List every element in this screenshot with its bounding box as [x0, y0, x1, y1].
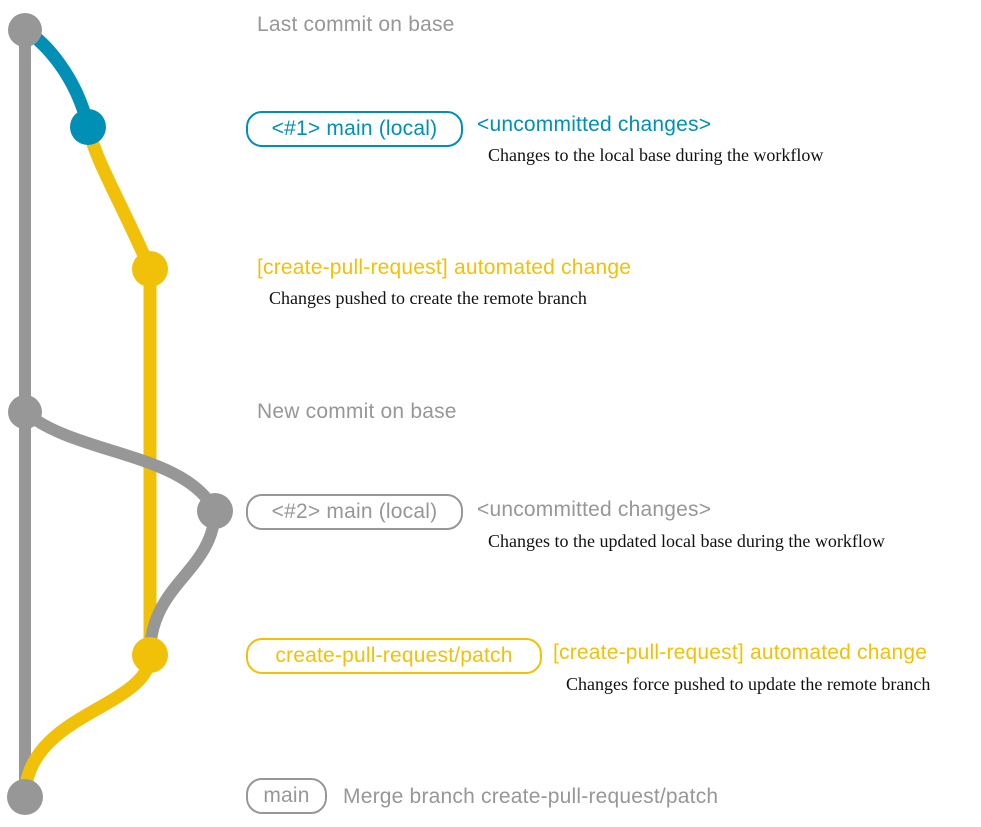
branch-badge-main-local-2: <#2> main (local): [246, 494, 463, 530]
commit-message-merge: Merge branch create-pull-request/patch: [343, 785, 719, 808]
branch-badge-label: <#1> main (local): [271, 117, 438, 140]
main-local-branch-curve: [18, 23, 95, 133]
commit-message-uncommitted-2: <uncommitted changes>: [477, 498, 712, 521]
commit-graph: [7, 13, 233, 815]
branch-badge-main-local-1: <#1> main (local): [246, 111, 463, 147]
commit-dot-uncommitted-1: [70, 109, 106, 145]
commit-message-new-base: New commit on base: [257, 400, 457, 423]
main-local-to-patch-curve: [144, 505, 221, 659]
commit-dot-patch-2: [132, 637, 168, 673]
commit-dot-uncommitted-2: [197, 493, 233, 529]
commit-dot-patch-1: [132, 251, 168, 287]
commit-message-uncommitted-1: <uncommitted changes>: [477, 113, 712, 136]
annotation-automated-1: Changes pushed to create the remote bran…: [269, 288, 587, 308]
branch-badge-label: main: [263, 784, 310, 807]
annotation-uncommitted-2: Changes to the updated local base during…: [488, 531, 885, 551]
base-update-curve: [19, 406, 221, 517]
commit-message-automated-1: [create-pull-request] automated change: [257, 256, 632, 279]
commit-dot-last-base: [8, 13, 42, 47]
commit-dot-new-base: [8, 395, 42, 429]
branch-badge-patch: create-pull-request/patch: [246, 638, 542, 674]
commit-message-automated-2: [create-pull-request] automated change: [553, 641, 928, 664]
branch-badge-label: create-pull-request/patch: [275, 644, 513, 667]
annotation-uncommitted-1: Changes to the local base during the wor…: [488, 145, 824, 165]
annotation-automated-2: Changes force pushed to update the remot…: [566, 674, 931, 694]
commit-dot-merge: [7, 779, 43, 815]
branch-badge-label: <#2> main (local): [271, 500, 438, 523]
branch-badge-main: main: [246, 778, 327, 814]
commit-message-last-base: Last commit on base: [257, 13, 455, 36]
